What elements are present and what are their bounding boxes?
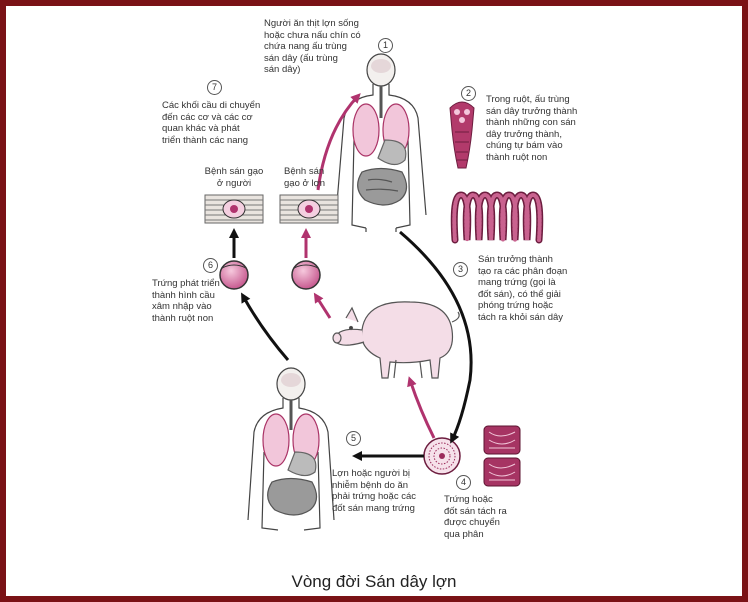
step-number-7: 7 <box>207 80 222 95</box>
human-body-icon <box>247 367 335 531</box>
cyst-in-muscle-icon <box>204 194 264 224</box>
arrow-human-to-feces <box>399 230 473 444</box>
step-number-4: 4 <box>456 475 471 490</box>
cyst-in-muscle-icon <box>279 194 339 224</box>
step-4-text: Trứng hoặc đốt sán tách ra được chuyển q… <box>444 494 507 540</box>
diagram-caption: Vòng đời Sán dây lợn <box>291 572 457 591</box>
step-number-2: 2 <box>461 86 476 101</box>
step-number-6: 6 <box>203 258 218 273</box>
step-number-3: 3 <box>453 262 468 277</box>
human-body-icon <box>335 53 427 232</box>
step-2-text: Trong ruột, ấu trùng sán dây trưởng thàn… <box>486 94 578 163</box>
human-cyst-label: Bệnh sán gạo ở người <box>204 166 264 189</box>
arrow-pig-to-oncosphere <box>313 292 332 319</box>
step-5-text: Lợn hoặc người bị nhiễm bệnh do ăn phải … <box>332 468 416 514</box>
oncosphere-icon <box>219 260 249 290</box>
arrow-pork-to-human <box>316 93 361 191</box>
pig-cyst-label: Bệnh sán gạo ở lợn <box>284 166 325 189</box>
step-3-text: Sán trưởng thành tạo ra các phân đoạn ma… <box>478 254 568 323</box>
step-number-1: 1 <box>378 38 393 53</box>
proglottid-icon <box>483 425 521 487</box>
pig-icon <box>332 301 460 379</box>
step-6-text: Trứng phát triển thành hình cầu xâm nhập… <box>152 278 220 324</box>
oncosphere-icon <box>291 260 321 290</box>
tapeworm-scolex-icon <box>449 101 475 169</box>
arrow-human-to-oncosphere <box>241 292 290 361</box>
step-1-text: Người ăn thịt lợn sống hoặc chưa nấu chí… <box>264 18 361 75</box>
step-number-5: 5 <box>346 431 361 446</box>
egg-icon <box>423 437 461 475</box>
step-7-text: Các khối cầu di chuyển đến các cơ và các… <box>162 100 261 146</box>
arrow-egg-to-pig <box>407 376 436 439</box>
